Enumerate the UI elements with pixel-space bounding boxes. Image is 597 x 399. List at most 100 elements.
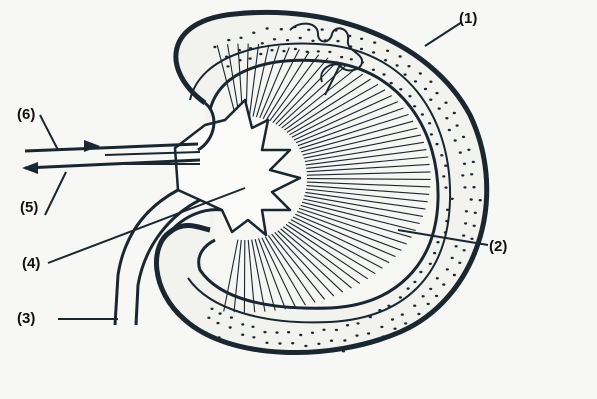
cortex-granule [335,329,338,331]
cortex-granule [321,28,324,30]
cortex-granule [474,212,477,214]
cortex-granule [282,50,285,52]
cortex-granule [463,186,466,188]
cortex-granule [455,245,458,247]
cortex-granule [216,322,219,324]
cortex-granule [401,313,404,315]
cortex-granule [445,220,448,222]
cortex-granule [444,231,447,233]
label-4: (4) [22,256,40,271]
cortex-granule [317,50,320,52]
cortex-granule [372,69,375,71]
cortex-granule [286,39,289,41]
cortex-granule [429,99,432,101]
cortex-granule [436,277,439,279]
cortex-granule [470,238,473,240]
cortex-granule [470,198,473,200]
cortex-granule [442,175,445,177]
cortex-granule [386,50,389,52]
cortex-granule [463,249,466,251]
cortex-granule [328,51,331,53]
renal-vessels [25,144,200,168]
cortex-granule [249,47,252,49]
cortex-granule [307,29,310,31]
cortex-granule [225,56,228,58]
cortex-granule [454,139,457,141]
label-3: (3) [17,311,35,326]
cortex-granule [317,343,320,345]
cortex-granule [387,305,390,307]
cortex-granule [444,165,447,167]
cortex-granule [230,316,233,318]
cortex-granule [213,46,216,48]
cortex-granule [261,42,264,44]
cortex-granule [266,27,269,29]
cortex-granule [304,345,307,347]
cortex-granule [330,340,333,342]
cortex-granule [275,331,278,333]
cortex-granule [393,328,396,330]
cortex-granule [462,234,465,236]
label-1: (1) [459,11,477,26]
cortex-granule [249,57,252,59]
cortex-granule [210,308,213,310]
cortex-granule [346,324,349,326]
leader-line-6 [40,115,58,150]
cortex-granule [226,65,229,67]
cortex-granule [299,334,302,336]
cortex-granule [414,80,417,82]
cortex-granule [343,339,346,341]
cortex-granule [241,323,244,325]
cortex-granule [356,322,359,324]
cortex-granule [462,136,465,138]
cortex-granule [433,252,436,254]
cortex-granule [251,326,254,328]
cortex-granule [444,102,447,104]
cortex-granule [396,64,399,66]
cortex-granule [278,342,281,344]
cortex-granule [229,326,232,328]
cortex-granule [459,151,462,153]
cortex-granule [407,65,410,67]
cortex-granule [422,295,425,297]
cortex-granule [243,347,246,349]
cortex-granule [438,107,441,109]
cortex-granule [456,124,459,126]
cortex-granule [231,344,234,346]
cortex-granule [241,334,244,336]
cortex-granule [421,113,424,115]
cortex-granule [448,129,451,131]
cortex-granule [442,283,445,285]
cortex-granule [473,225,476,227]
cortex-granule [436,241,439,243]
cortex-granule [336,40,339,42]
cortex-granule [194,326,197,328]
cortex-granule [207,317,210,319]
cortex-granule [299,37,302,39]
cortex-granule [429,81,432,83]
cortex-granule [273,38,276,40]
cortex-granule [404,73,407,75]
cortex-granule [252,336,255,338]
cortex-granule [417,313,420,315]
cortex-granule [464,222,467,224]
cortex-granule [391,318,394,320]
cortex-granule [427,303,430,305]
cortex-granule [463,163,466,165]
cortex-granule [453,112,456,114]
cortex-granule [342,350,345,352]
cortex-granule [470,173,473,175]
cortex-granule [467,149,470,151]
cortex-granule [382,335,385,337]
cortex-granule [435,92,438,94]
cortex-granule [453,274,456,276]
cortex-granule [429,288,432,290]
cortex-granule [252,32,255,34]
cortex-granule [350,58,353,60]
cortex-granule [311,40,314,42]
label-5: (5) [20,200,38,215]
cortex-granule [435,143,438,145]
cortex-granule [446,209,449,211]
cortex-granule [446,268,449,270]
